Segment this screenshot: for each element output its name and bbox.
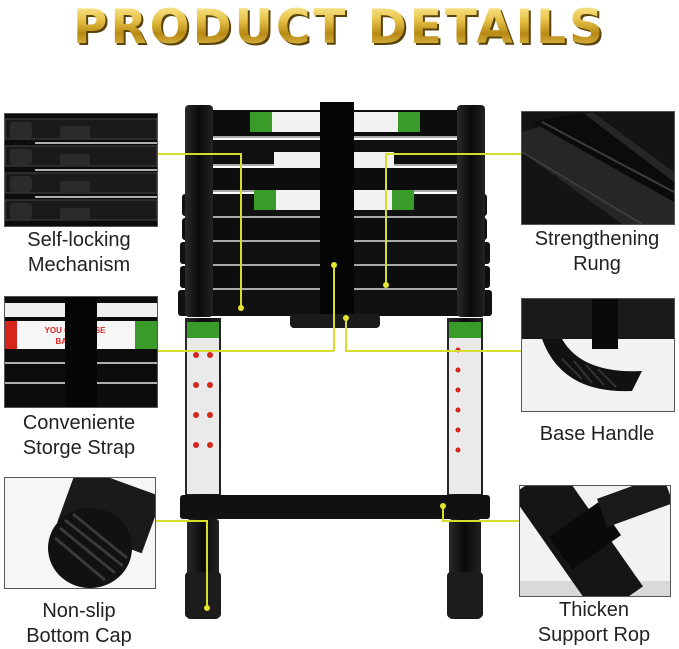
base-handle-detail-photo bbox=[521, 298, 675, 412]
leader-line-rod-v bbox=[442, 506, 444, 522]
leader-dot-rung bbox=[383, 282, 389, 288]
leader-dot-rod bbox=[440, 503, 446, 509]
leader-dot-self-locking bbox=[238, 305, 244, 311]
leader-line-rod bbox=[443, 520, 519, 522]
self-locking-closeup bbox=[5, 114, 157, 226]
support-rod-closeup bbox=[520, 486, 670, 596]
strengthening-rung-label: Strengthening Rung bbox=[534, 228, 660, 275]
leader-line-handle bbox=[346, 350, 522, 352]
storage-strap-closeup: YOU CAN LOSE BALANCE bbox=[5, 297, 157, 407]
bottom-cap-detail-photo bbox=[4, 477, 156, 589]
page-title-shadow: PRODUCT DETAILS bbox=[2, 2, 679, 58]
base-handle-label: Base Handle bbox=[539, 423, 655, 445]
leader-line-self-locking bbox=[146, 153, 241, 155]
leader-line-rung bbox=[386, 153, 521, 155]
base-handle-closeup bbox=[522, 299, 674, 411]
storage-strap-detail-photo: YOU CAN LOSE BALANCE bbox=[4, 296, 158, 408]
leader-line-strap bbox=[156, 350, 334, 352]
rung-closeup bbox=[522, 112, 674, 224]
strengthening-rung-detail-photo bbox=[521, 111, 675, 225]
page-title: PRODUCT DETAILS bbox=[0, 0, 679, 56]
leader-line-self-locking-v bbox=[240, 153, 242, 308]
bottom-cap-closeup bbox=[5, 478, 155, 588]
support-rod-detail-photo bbox=[519, 485, 671, 597]
storage-strap-label: Conveniente Storge Strap bbox=[22, 412, 136, 459]
bottom-cap-label: Non-slip Bottom Cap bbox=[26, 600, 132, 647]
leader-line-strap-v bbox=[333, 265, 335, 351]
leader-dot-cap bbox=[204, 605, 210, 611]
self-locking-label: Self-locking Mechanism bbox=[27, 229, 131, 276]
leader-line-rung-v bbox=[385, 153, 387, 285]
leader-line-handle-v bbox=[345, 318, 347, 352]
leader-dot-strap bbox=[331, 262, 337, 268]
leader-line-cap-v bbox=[206, 520, 208, 608]
self-locking-detail-photo bbox=[4, 113, 158, 227]
support-rod-label: Thicken Support Rop bbox=[537, 599, 651, 646]
leader-line-cap bbox=[154, 520, 207, 522]
leader-dot-handle bbox=[343, 315, 349, 321]
telescopic-ladder-illustration bbox=[178, 102, 492, 619]
